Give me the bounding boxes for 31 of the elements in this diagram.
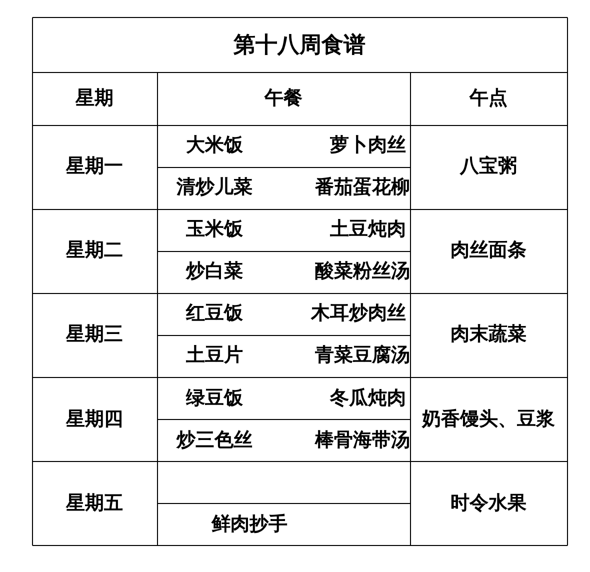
dish-text: 棒骨海带汤 (315, 428, 410, 451)
column-header: 星期 (76, 87, 114, 109)
dish-text: 八宝粥 (460, 155, 517, 177)
column-header: 午点 (470, 87, 508, 109)
dish-text: 炒白菜 (186, 260, 243, 282)
dish-text: 番茄蛋花柳 (315, 176, 410, 198)
dish-text: 肉末蔬菜 (450, 323, 526, 346)
dish-text: 鲜肉抄手 (212, 512, 288, 535)
dish-text: 玉米饭 (186, 218, 243, 240)
column-header: 午餐 (264, 87, 302, 109)
dish-text: 清炒儿菜 (176, 176, 252, 198)
dish-text: 炒三色丝 (176, 428, 252, 451)
dish-text: 奶香馒头、豆浆 (422, 408, 555, 430)
row-header: 星期二 (66, 239, 123, 262)
dish-text: 肉丝面条 (450, 239, 526, 262)
dish-text: 青菜豆腐汤 (315, 344, 410, 366)
dish-text: 土豆片 (186, 344, 243, 366)
dish-text: 红豆饭 (186, 302, 243, 324)
dish-text: 绿豆饭 (186, 386, 243, 409)
dish-text: 土豆炖肉 (330, 218, 406, 240)
row-header: 星期三 (66, 323, 123, 346)
row-header: 星期一 (66, 155, 123, 177)
dish-text: 木耳炒肉丝 (311, 302, 406, 324)
dish-text: 冬瓜炖肉 (330, 386, 406, 409)
dish-text: 萝卜肉丝 (330, 134, 406, 156)
dish-text: 酸菜粉丝汤 (315, 260, 410, 282)
table-title: 第十八周食谱 (234, 32, 366, 58)
row-header: 星期五 (66, 492, 123, 514)
row-header: 星期四 (66, 408, 123, 430)
dish-text: 大米饭 (186, 134, 243, 156)
dish-text: 时令水果 (450, 492, 526, 514)
